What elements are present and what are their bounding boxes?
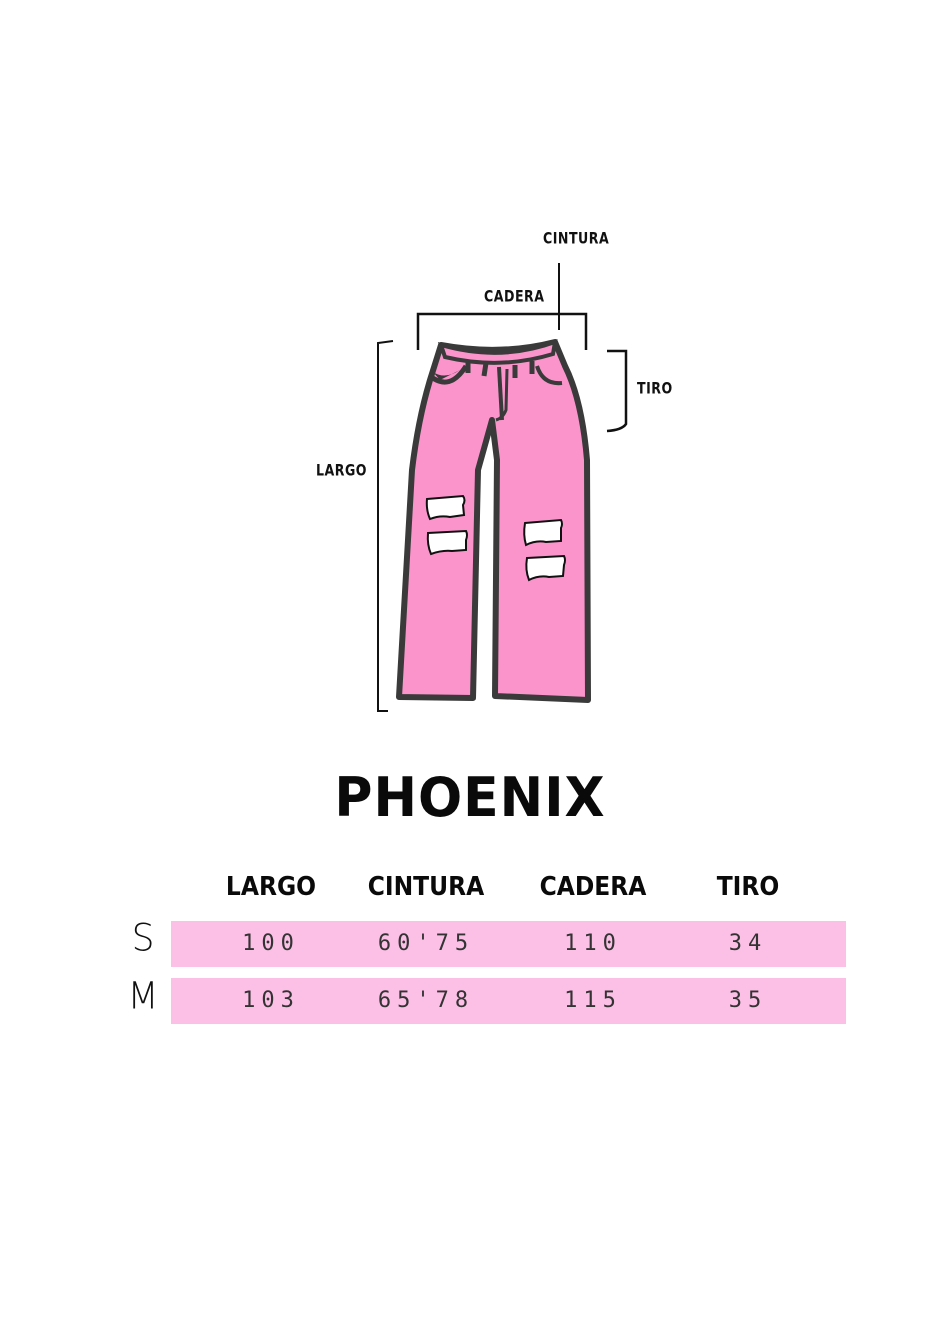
column-header-largo: LARGO [225,872,317,902]
pants-illustration-icon [377,263,628,712]
column-header-cintura: CINTURA [367,872,485,902]
largo-label: LARGO [316,461,368,481]
cell-cadera: 115 [564,988,622,1013]
cintura-label: CINTURA [543,229,610,249]
cell-tiro: 34 [728,931,768,956]
column-header-tiro: TIRO [716,872,780,902]
pants-measurement-diagram: CINTURA CADERA TIRO LARGO [316,229,673,712]
column-header-cadera: CADERA [539,872,647,902]
size-label-m: M [127,974,159,1019]
cell-largo: 103 [242,988,300,1013]
size-label-s: S [131,916,155,961]
cadera-label: CADERA [484,287,545,307]
cell-cintura: 60'75 [377,931,475,956]
tiro-label: TIRO [637,379,673,399]
cell-largo: 100 [242,931,300,956]
table-row: 103 65'78 115 35 [171,978,846,1024]
product-title: PHOENIX [334,766,606,830]
table-row: 100 60'75 110 34 [171,921,846,967]
cell-cintura: 65'78 [377,988,475,1013]
cell-cadera: 110 [564,931,622,956]
cell-tiro: 35 [728,988,768,1013]
